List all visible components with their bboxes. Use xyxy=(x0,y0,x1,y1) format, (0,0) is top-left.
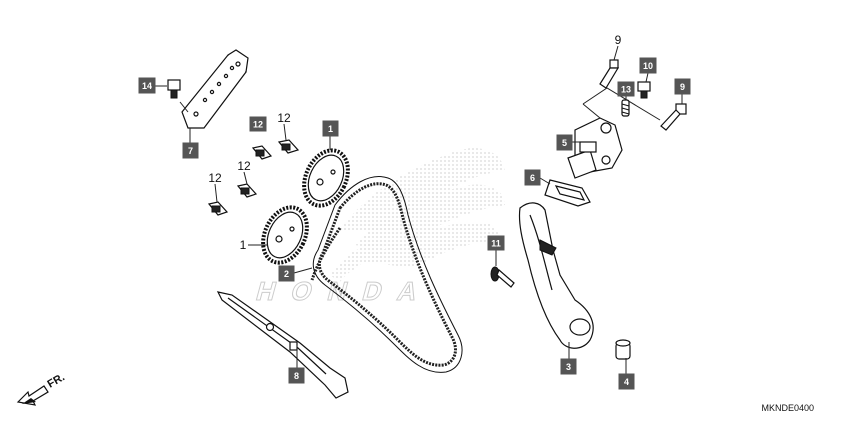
callout-leaders xyxy=(155,45,683,374)
front-direction-arrow: FR. xyxy=(16,371,67,406)
svg-text:4: 4 xyxy=(624,377,629,387)
bolt-12-a xyxy=(277,139,300,154)
front-label: FR. xyxy=(46,371,67,390)
svg-text:12: 12 xyxy=(253,120,263,130)
svg-text:3: 3 xyxy=(566,362,571,372)
chain-guide-plate xyxy=(181,49,249,129)
svg-text:5: 5 xyxy=(562,138,567,148)
svg-text:1: 1 xyxy=(328,124,333,134)
collar-4 xyxy=(615,339,631,360)
callout-3: 3 xyxy=(560,358,577,375)
pivot-bolt-11 xyxy=(490,266,515,288)
callout-2: 2 xyxy=(278,265,295,282)
svg-text:6: 6 xyxy=(530,173,535,183)
svg-text:8: 8 xyxy=(294,371,299,381)
callout-9-side: 9 xyxy=(674,78,691,95)
callout-7: 7 xyxy=(182,142,199,159)
callout-12-c: 12 xyxy=(237,159,251,173)
bolt-12-d xyxy=(207,201,229,216)
tensioner-lifter xyxy=(567,117,623,179)
gasket-6 xyxy=(544,179,591,207)
svg-text:2: 2 xyxy=(284,269,289,279)
cam-sprocket-upper xyxy=(302,148,350,208)
callout-1-side: 1 xyxy=(240,238,247,252)
tensioner-slipper xyxy=(518,202,594,349)
flange-bolt-14 xyxy=(167,79,181,99)
callout-6: 6 xyxy=(524,169,541,186)
callout-4: 4 xyxy=(618,373,635,390)
callout-12-d: 12 xyxy=(208,171,222,185)
callout-10: 10 xyxy=(639,57,657,74)
diagram-code: MKNDE0400 xyxy=(761,403,814,413)
cam-sprocket-lower xyxy=(261,205,309,265)
svg-text:9: 9 xyxy=(680,82,685,92)
bolt-12-b xyxy=(251,145,273,160)
callout-5: 5 xyxy=(556,134,573,151)
bolt-12-c xyxy=(236,183,258,198)
svg-text:14: 14 xyxy=(142,81,152,91)
callout-1-top: 1 xyxy=(322,120,339,137)
spring-13 xyxy=(621,99,630,117)
callout-12-b: 12 xyxy=(249,116,267,132)
callout-12-a: 12 xyxy=(277,111,291,125)
callout-14: 14 xyxy=(138,77,156,94)
bolt-9-top xyxy=(599,59,620,89)
callout-13: 13 xyxy=(617,81,635,97)
svg-text:13: 13 xyxy=(621,85,631,95)
callout-11: 11 xyxy=(487,235,505,251)
cam-chain xyxy=(310,176,463,373)
svg-text:10: 10 xyxy=(643,61,653,71)
assembly-leaders xyxy=(179,87,661,121)
callout-9-top: 9 xyxy=(615,33,622,47)
watermark-text: HONDA xyxy=(253,276,421,305)
svg-text:7: 7 xyxy=(188,146,193,156)
callout-8: 8 xyxy=(288,367,305,384)
chain-guide-lower xyxy=(216,291,349,399)
svg-text:11: 11 xyxy=(491,239,501,249)
bolt-9-side xyxy=(660,103,687,131)
bolt-10 xyxy=(637,81,651,99)
